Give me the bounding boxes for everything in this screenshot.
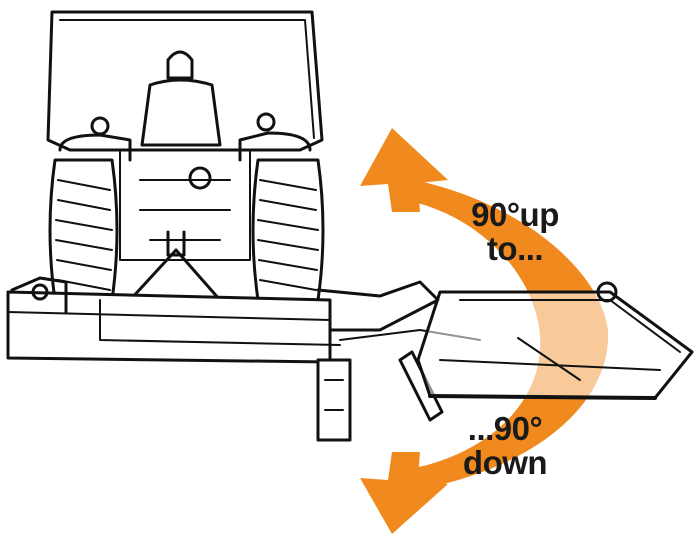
curved-double-arrow-icon xyxy=(360,128,609,534)
arrow-band xyxy=(405,178,609,492)
callout-down-angle: ...90° xyxy=(467,410,543,447)
arrow-head-down xyxy=(360,452,448,534)
callout-up-angle: 90°up xyxy=(471,196,559,233)
side-mower-deck-icon xyxy=(6,276,694,442)
arrow-head-up xyxy=(360,128,448,212)
tractor-rear-view-icon xyxy=(46,10,325,332)
callout-up-to: to... xyxy=(486,230,544,267)
callout-down-word: down xyxy=(462,444,548,481)
